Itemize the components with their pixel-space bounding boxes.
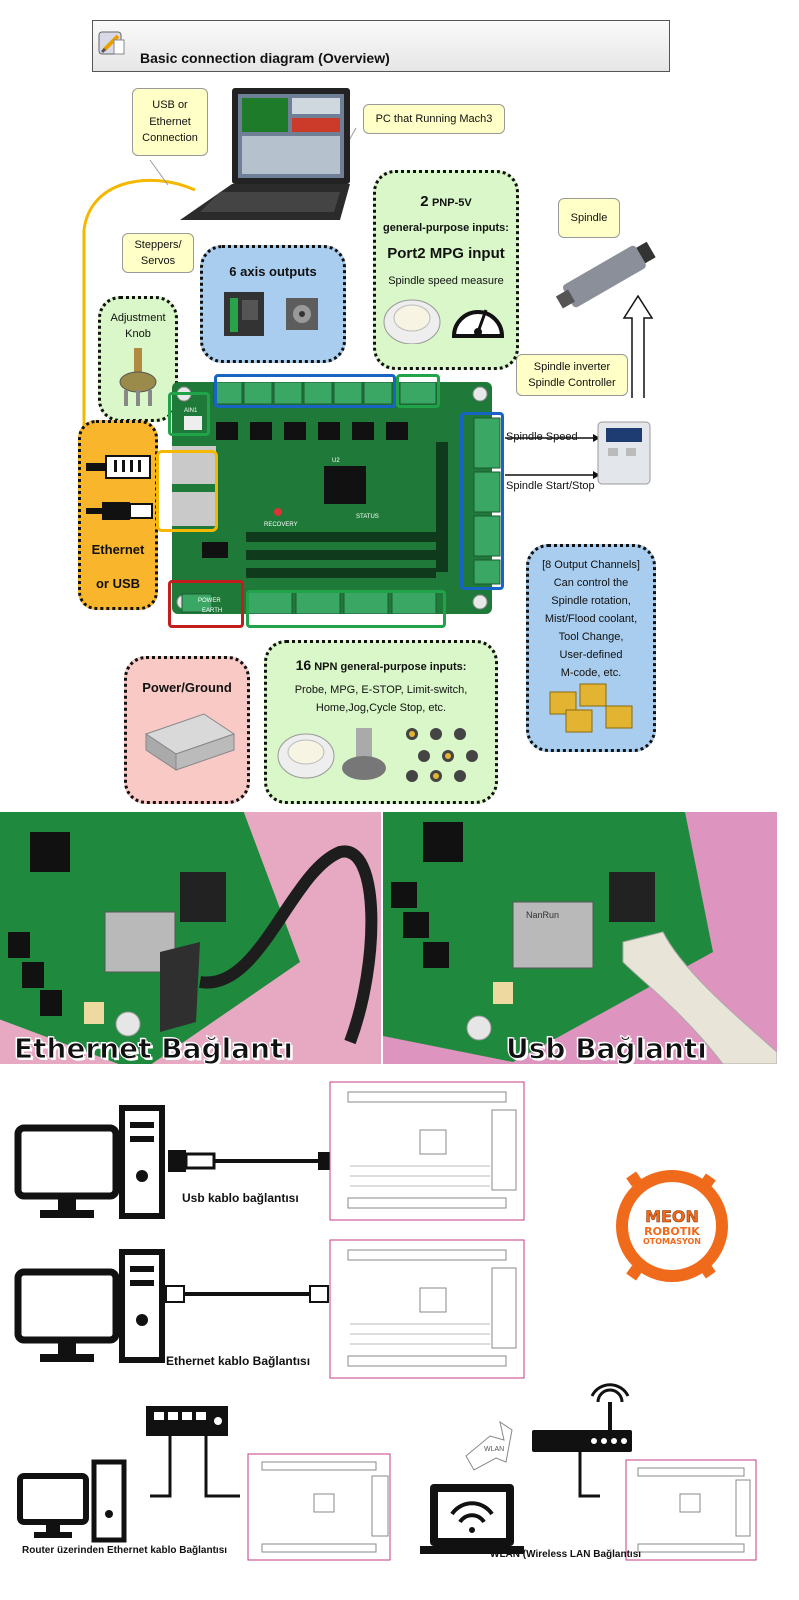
- output-frame: [460, 412, 504, 590]
- pnp-type: PNP-5V: [431, 197, 472, 209]
- ethernet-plug-icon: [84, 452, 156, 487]
- board-outline-3: [247, 1453, 391, 1561]
- pc-callout: PC that Running Mach3: [363, 104, 505, 134]
- router-cables: [150, 1436, 240, 1498]
- npn-line1: general-purpose inputs:: [340, 661, 467, 673]
- speedometer-icon: [448, 292, 508, 349]
- usb-ethernet-callout: USB or Ethernet Connection: [132, 88, 208, 156]
- power-frame: [168, 580, 244, 628]
- usb-plug-icon: [84, 498, 156, 529]
- ethernet-photo: [0, 812, 381, 1064]
- usb-cable-icon: [168, 1150, 345, 1172]
- npn-line2: Probe, MPG, E-STOP, Limit-switch,: [294, 684, 468, 696]
- npn-frame: [246, 590, 446, 628]
- meon-logo: [616, 1170, 728, 1282]
- inverter-callout: Spindle inverter Spindle Controller: [516, 354, 628, 396]
- power-panel: [124, 656, 250, 804]
- spindle-start-label: Spindle Start/Stop: [506, 480, 595, 492]
- router-icon: [146, 1406, 228, 1436]
- spindle-callout: Spindle: [558, 198, 620, 238]
- pnp-line4: Spindle speed measure: [388, 275, 504, 287]
- status-label: STATUS: [356, 514, 379, 520]
- power-title: Power/Ground: [142, 680, 232, 695]
- u2-label: U2: [332, 458, 340, 464]
- axis-frame: [214, 374, 396, 408]
- npn-count: 16: [295, 657, 312, 673]
- outputs-text: [8 Output Channels] Can control the Spin…: [542, 559, 640, 679]
- router-caption: Router üzerinden Ethernet kablo Bağlantı…: [22, 1545, 228, 1556]
- board-outline-4: [625, 1459, 757, 1561]
- eth-usb-frame: [156, 450, 218, 532]
- title-bar: [92, 20, 670, 72]
- page-title: Basic connection diagram (Overview): [140, 50, 390, 66]
- ain1-label: AIN1: [184, 408, 198, 414]
- pc-icon-router: [17, 1459, 127, 1543]
- potentiometer-icon: [118, 348, 160, 413]
- usb-photo-caption: Usb Bağlantı: [506, 1032, 708, 1066]
- ethernet-cable-icon: [165, 1285, 329, 1303]
- knob-line1: Adjustment: [110, 312, 166, 324]
- logo-text: MEON ROBOTIK OTOMASYON: [643, 1207, 701, 1246]
- mpg-wheel-icon: [380, 292, 444, 349]
- pnp-frame: [396, 374, 440, 408]
- pnp-count: 2: [420, 193, 429, 210]
- steppers-callout: Steppers/ Servos: [122, 233, 194, 273]
- laptop-wifi-icon: [420, 1484, 524, 1554]
- relay-icon: [548, 682, 638, 743]
- power-supply-icon: [142, 710, 238, 777]
- spindle-speed-label: Spindle Speed: [506, 431, 578, 443]
- npn-line3: Home,Jog,Cycle Stop, etc.: [315, 702, 447, 714]
- eth-usb-line1: Ethernet: [91, 542, 145, 557]
- ethernet-photo-caption: Ethernet Bağlantı: [14, 1032, 294, 1066]
- knob-frame: [168, 392, 210, 436]
- board-details: RECOVERY STATUS U2 AIN1 EARTH POWER: [172, 382, 501, 614]
- wifi-router-icon: [532, 1383, 632, 1498]
- axis-outputs-title: 6 axis outputs: [229, 264, 317, 279]
- spindle-image: [552, 240, 662, 315]
- wlan-tag: WLAN: [484, 1446, 505, 1453]
- stepper-driver-icon: [222, 290, 268, 343]
- board-outline-1: [329, 1081, 525, 1221]
- pc-icon-ethernet: [14, 1249, 165, 1363]
- knob-line2: Knob: [125, 328, 151, 340]
- recovery-label: RECOVERY: [264, 522, 298, 528]
- wlan-caption: WLAN (Wireless LAN Bağlantısı: [490, 1549, 642, 1560]
- eth-usb-line2: or USB: [95, 576, 141, 591]
- inverter-image: [596, 420, 652, 491]
- eth-cable-caption: Ethernet kablo Bağlantısı: [166, 1354, 311, 1368]
- pnp-line2: general-purpose inputs:: [383, 222, 509, 234]
- usb-cable-caption: Usb kablo bağlantısı: [182, 1191, 299, 1205]
- pc-icon-usb: [14, 1105, 165, 1219]
- earth-label: EARTH: [202, 608, 222, 614]
- board-outline-2: [329, 1239, 525, 1379]
- usb-photo: [383, 812, 777, 1064]
- npn-devices-icon: [274, 722, 490, 791]
- title-icon: [96, 28, 128, 60]
- connection-schemes: [14, 1081, 757, 1561]
- laptop-image: [180, 86, 360, 226]
- stepper-motor-icon: [282, 294, 322, 339]
- pnp-line3: Port2 MPG input: [387, 245, 505, 262]
- wlan-arrow-icon: [465, 1420, 513, 1471]
- nanrun-label: NanRun: [526, 910, 560, 920]
- power-label: POWER: [198, 598, 221, 604]
- npn-type: NPN: [314, 661, 338, 673]
